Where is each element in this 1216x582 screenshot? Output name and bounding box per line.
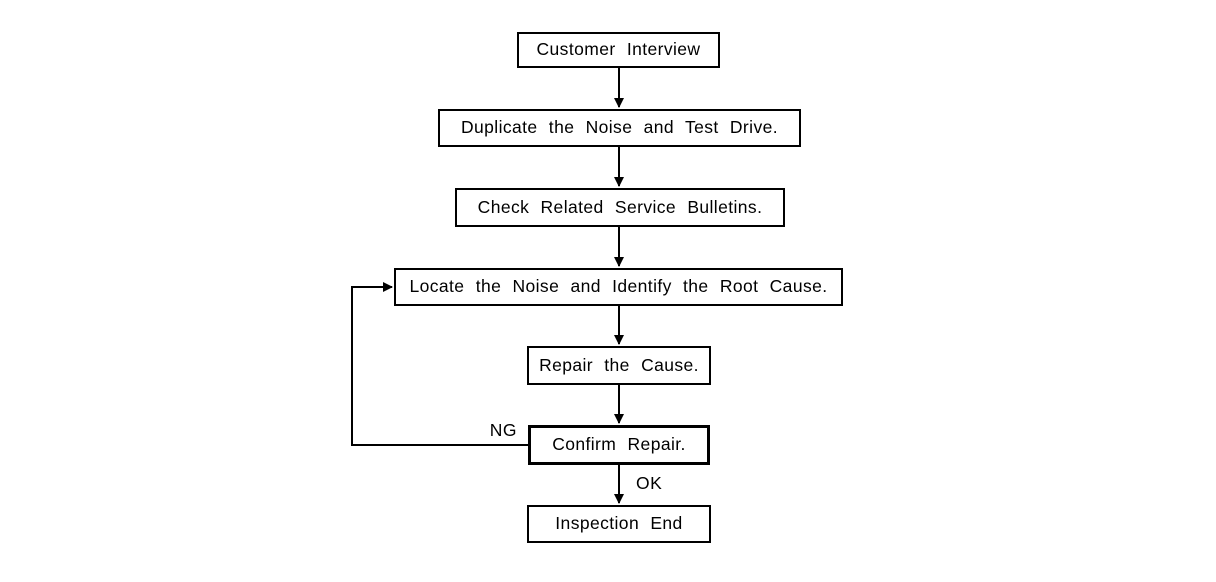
flow-node-inspection-end: Inspection End — [527, 505, 711, 543]
flow-node-confirm-repair: Confirm Repair. — [528, 425, 710, 465]
edge-label-ng: NG — [489, 420, 517, 440]
edge-label-ok: OK — [636, 473, 663, 493]
flow-node-locate-noise-root-cause: Locate the Noise and Identify the Root C… — [394, 268, 843, 306]
flow-node-duplicate-noise: Duplicate the Noise and Test Drive. — [438, 109, 801, 147]
flow-node-repair-cause: Repair the Cause. — [527, 346, 711, 385]
flow-node-check-service-bulletins: Check Related Service Bulletins. — [455, 188, 785, 227]
flow-node-customer-interview: Customer Interview — [517, 32, 720, 68]
loop-back-edge-ng — [351, 282, 528, 446]
